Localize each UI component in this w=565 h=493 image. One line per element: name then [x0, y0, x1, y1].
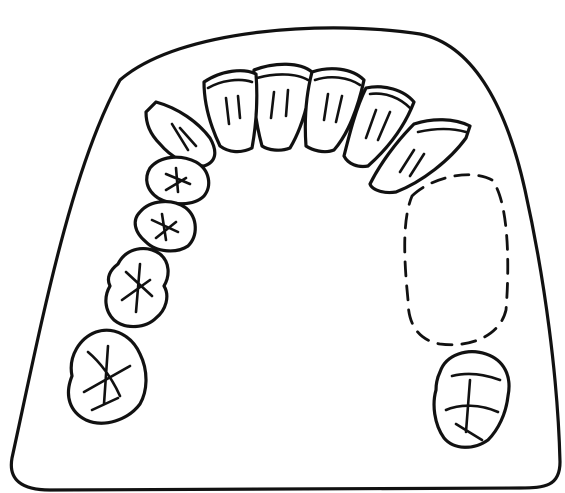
tooth-second-molar-left [68, 330, 146, 423]
tooth-first-premolar-left [147, 157, 209, 204]
